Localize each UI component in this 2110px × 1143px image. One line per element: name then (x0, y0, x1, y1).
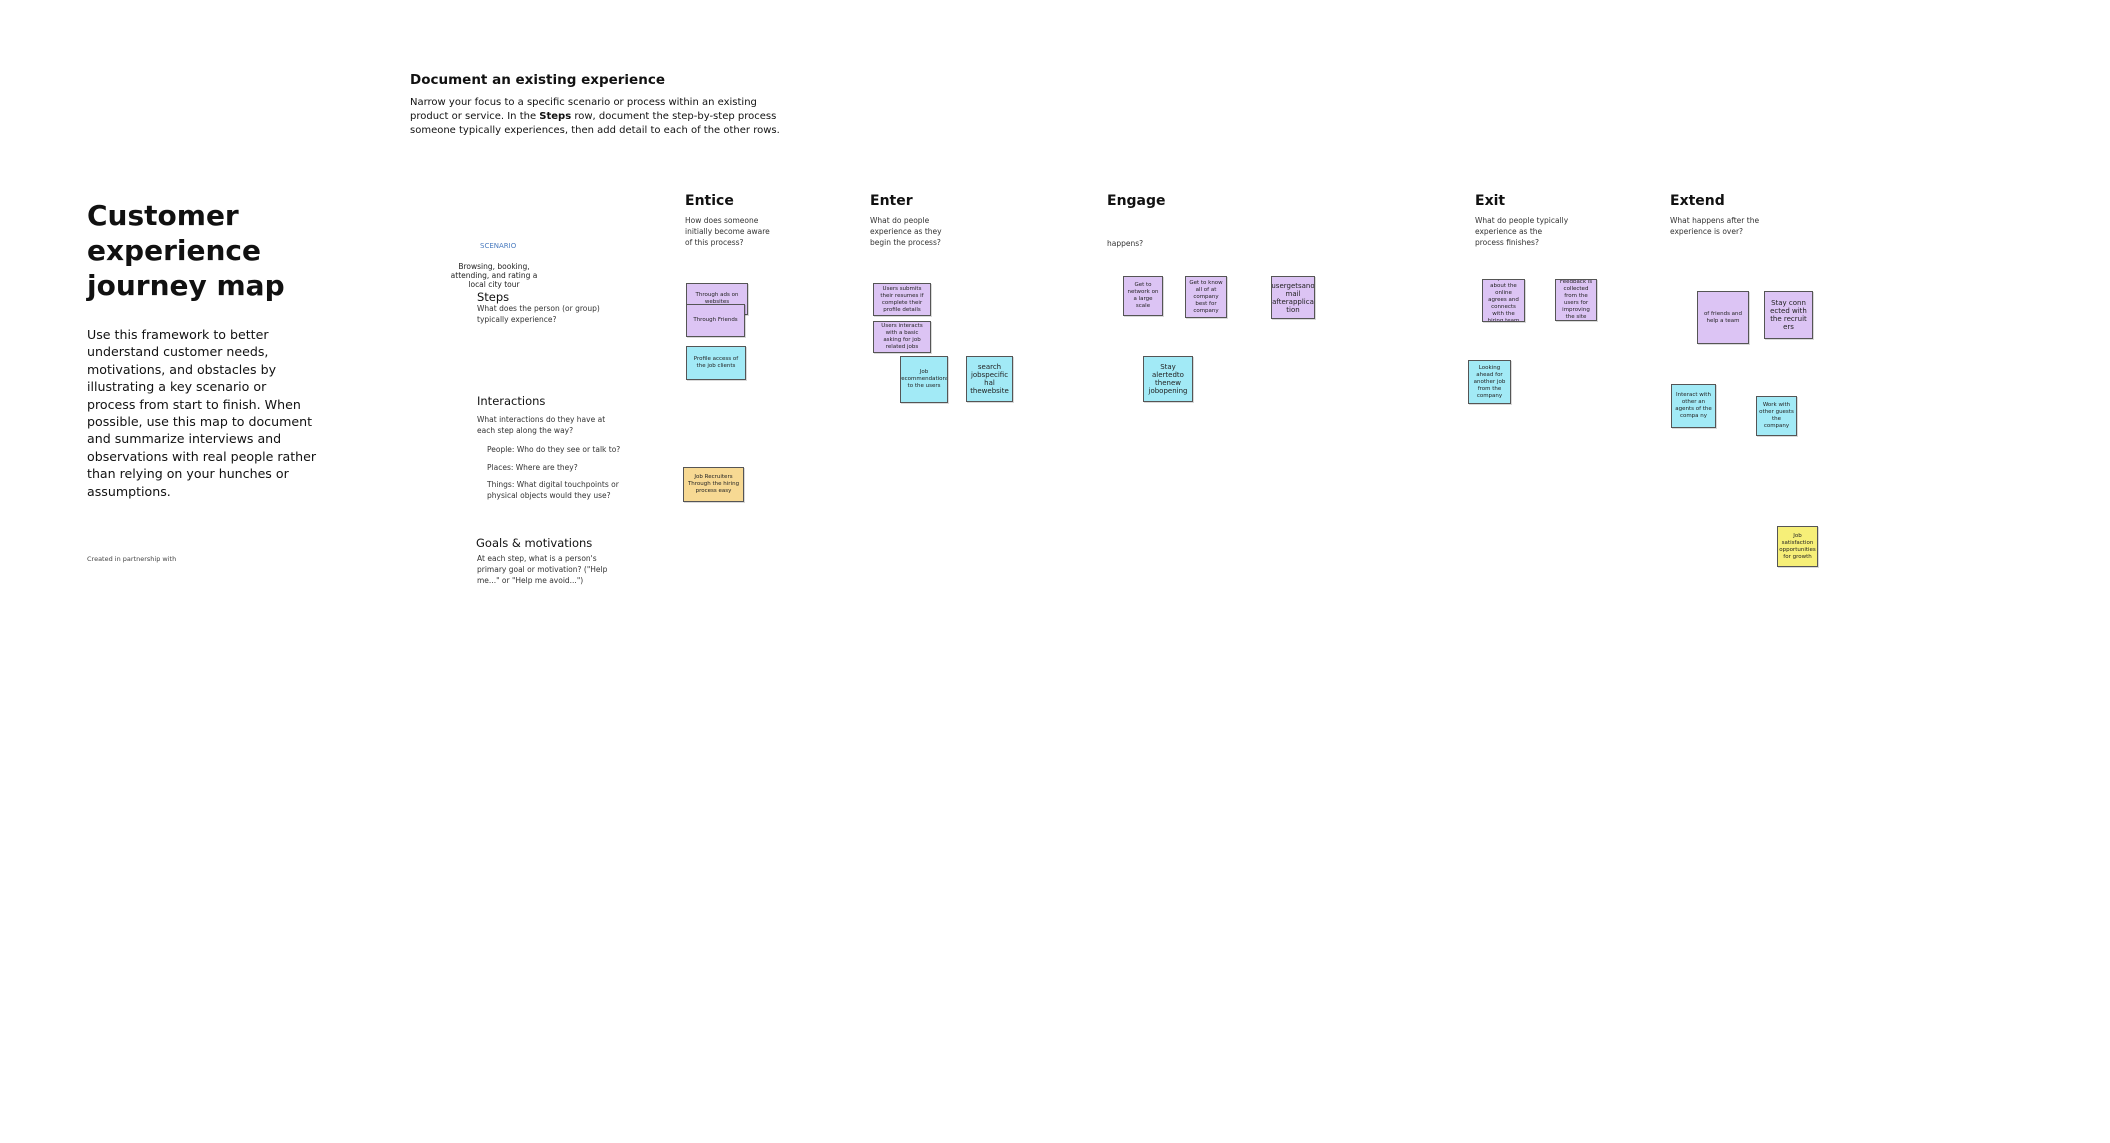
phase-engage-title: Engage (1107, 193, 1166, 209)
scenario-label: SCENARIO (480, 242, 517, 250)
phase-engage-desc: happens? (1107, 239, 1144, 248)
sticky-note[interactable]: Get to know all of at company best for c… (1185, 276, 1227, 318)
phase-entice-title: Entice (685, 193, 734, 209)
sticky-note[interactable]: Stay alertedto thenew jobopening (1143, 356, 1193, 402)
row-interactions-things: Things: What digital touchpoints or phys… (487, 480, 619, 500)
sticky-note[interactable]: search jobspecific hal thewebsite (966, 356, 1013, 402)
sticky-note[interactable]: Interact with other an agents of the com… (1671, 384, 1716, 428)
row-steps-desc: What does the person (or group) typicall… (477, 304, 600, 324)
sticky-note[interactable]: Feedback is collected from the users for… (1555, 279, 1597, 321)
row-goals-title: Goals & motivations (476, 536, 593, 550)
sticky-note[interactable]: Looking ahead for another job from the c… (1468, 360, 1511, 404)
sticky-note[interactable]: Job recommendations to the users (900, 356, 948, 403)
row-interactions-people: People: Who do they see or talk to? (487, 445, 621, 454)
sticky-note[interactable]: Through Friends (686, 304, 745, 337)
doc-description: Narrow your focus to a specific scenario… (410, 97, 780, 136)
sticky-note[interactable]: Users interacts with a basic asking for … (873, 321, 931, 353)
phase-entice-desc: How does someone initially become aware … (685, 216, 770, 247)
scenario-text[interactable]: Browsing, booking, attending, and rating… (450, 262, 538, 289)
row-interactions-desc: What interactions do they have at each s… (477, 415, 606, 435)
phase-exit-desc: What do people typically experience as t… (1475, 216, 1569, 247)
row-interactions-title: Interactions (477, 394, 546, 408)
phase-extend-desc: What happens after the experience is ove… (1670, 216, 1760, 236)
phase-enter-desc: What do people experience as they begin … (870, 216, 942, 247)
sticky-note[interactable]: Work with other guests the company (1756, 396, 1797, 436)
phase-extend-title: Extend (1670, 193, 1725, 209)
row-interactions-places: Places: Where are they? (487, 463, 578, 472)
sticky-note[interactable]: Users submits their resumes if complete … (873, 283, 931, 316)
sticky-note[interactable]: Job satisfaction opportunities for growt… (1777, 526, 1818, 567)
sticky-note[interactable]: of friends and help a team (1697, 291, 1749, 344)
credit-text: Created in partnership with (87, 555, 177, 563)
page-description: Use this framework to better understand … (87, 327, 317, 499)
phase-exit-title: Exit (1475, 193, 1506, 209)
sticky-note[interactable]: usergetsano mail afterapplica tion (1271, 276, 1315, 319)
phase-enter-title: Enter (870, 193, 913, 209)
doc-title: Document an existing experience (410, 72, 665, 88)
row-goals-desc: At each step, what is a person's primary… (477, 554, 608, 585)
sticky-note[interactable]: Get to network on a large scale (1123, 276, 1163, 316)
sticky-note[interactable]: Update about the online agrees and conne… (1482, 279, 1525, 322)
row-steps-title: Steps (477, 290, 510, 304)
sticky-note[interactable]: Profile access of the job clients (686, 346, 746, 380)
sticky-note[interactable]: Job Recruiters Through the hiring proces… (683, 467, 744, 502)
page-title: Customer experience journey map (87, 199, 285, 302)
sticky-note[interactable]: Stay conn ected with the recruit ers (1764, 291, 1813, 339)
